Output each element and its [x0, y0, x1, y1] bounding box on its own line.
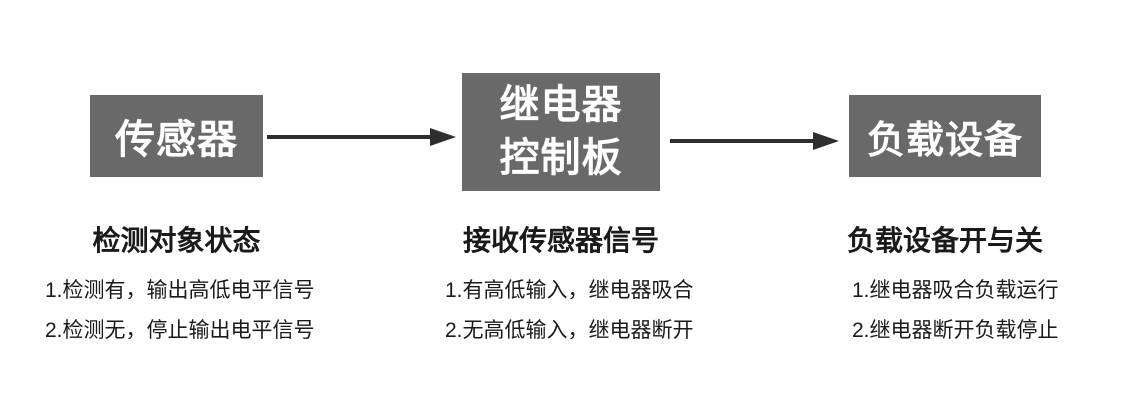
arrow-relay-to-load-icon [670, 132, 839, 150]
flow-node-sensor-label: 传感器 [115, 118, 238, 162]
flow-node-load-device-label: 负载设备 [866, 119, 1023, 162]
column-sensor-heading: 检测对象状态 [92, 225, 261, 256]
arrow-sensor-to-relay-icon [267, 128, 456, 146]
column-sensor-item-1: 1.检测有，输出高低电平信号 [45, 279, 315, 302]
column-load-item-1: 1.继电器吸合负载运行 [852, 279, 1059, 302]
column-sensor-item-2: 2.检测无，停止输出电平信号 [45, 319, 315, 342]
flow-node-relay-board-label-line2: 控制板 [499, 136, 623, 180]
column-relay-heading: 接收传感器信号 [462, 225, 659, 256]
flow-node-relay-board-label-line1: 继电器 [499, 83, 623, 127]
flow-node-load-device: 负载设备 [849, 95, 1041, 177]
flow-node-relay-board: 继电器 控制板 [462, 73, 660, 191]
column-load-heading: 负载设备开与关 [846, 225, 1043, 256]
column-relay-item-2: 2.无高低输入，继电器断开 [445, 319, 694, 342]
column-load-item-2: 2.继电器断开负载停止 [852, 319, 1059, 342]
flow-node-sensor: 传感器 [90, 95, 263, 177]
column-relay-item-1: 1.有高低输入，继电器吸合 [445, 279, 694, 302]
